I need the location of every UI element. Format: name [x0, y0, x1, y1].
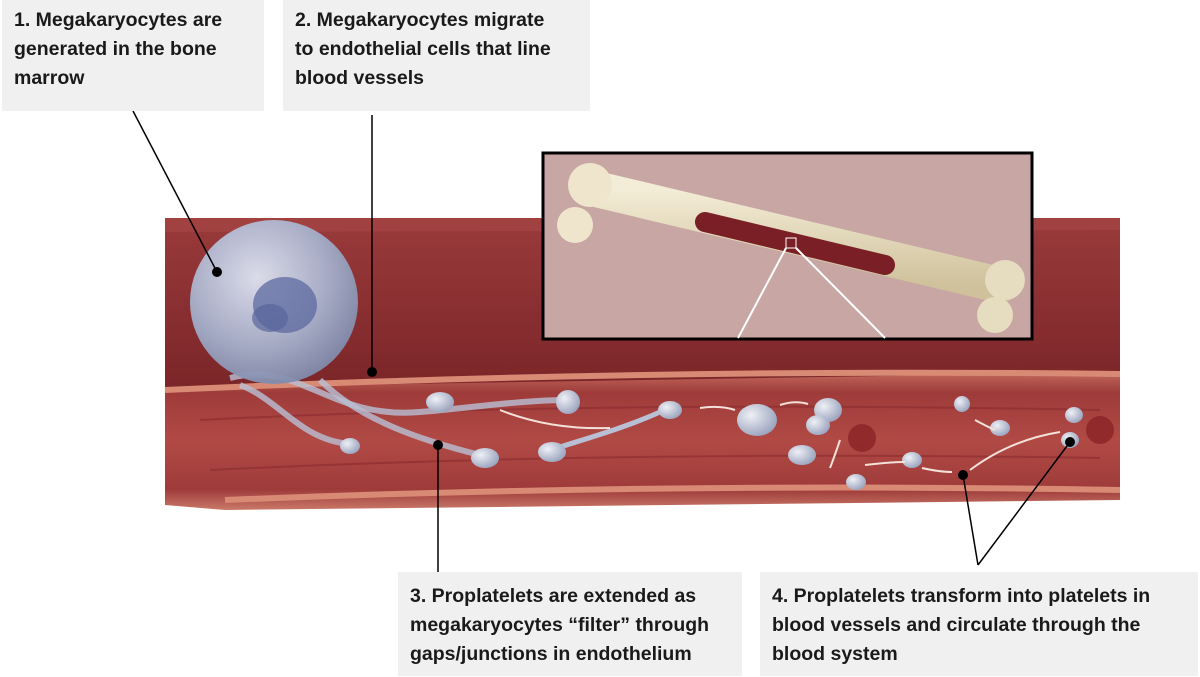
bone-inset [541, 151, 1034, 341]
proplatelets [340, 390, 1114, 490]
megakaryocyte [190, 220, 571, 458]
blood-vessel [164, 369, 1121, 510]
callout-step-3: 3. Proplatelets are extended as megakary… [398, 572, 742, 676]
callout-step-4: 4. Proplatelets transform into platelets… [760, 572, 1198, 676]
leader-lines [132, 110, 1071, 572]
callout-step-2: 2. Megakaryocytes migrate to endothelial… [283, 0, 590, 111]
callout-step-1: 1. Megakaryocytes are generated in the b… [2, 0, 264, 111]
flow-arrows [499, 401, 1061, 473]
leader-dots [212, 267, 1075, 480]
